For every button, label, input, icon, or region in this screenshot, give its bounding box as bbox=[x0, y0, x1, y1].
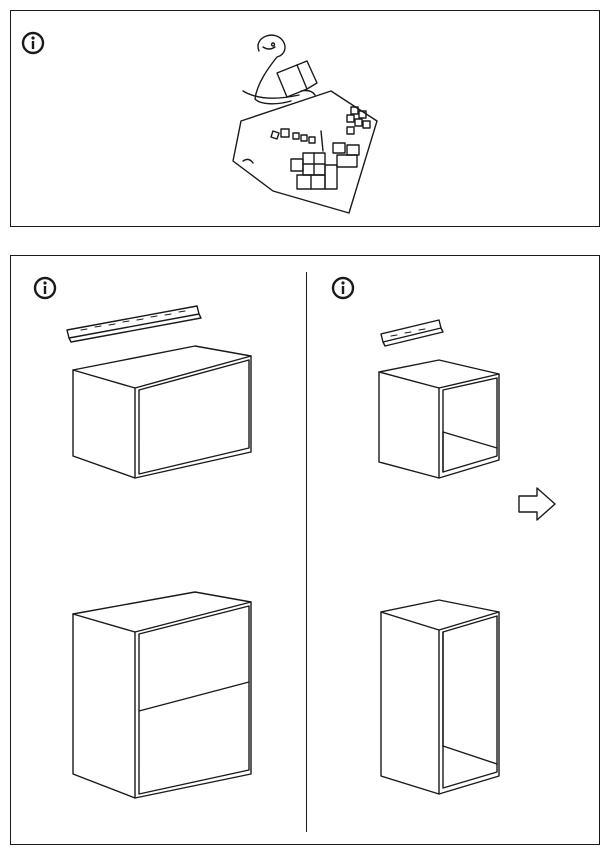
suspension-rail-icon bbox=[66, 305, 202, 343]
room-plan-sheet-icon bbox=[232, 90, 378, 214]
info-panel-planning bbox=[10, 10, 600, 227]
info-panel-cabinets bbox=[10, 255, 600, 845]
suspension-rail-short-icon bbox=[380, 319, 444, 347]
hollow-right-arrow-icon bbox=[518, 487, 556, 521]
info-circle-icon bbox=[331, 276, 355, 300]
person-reading-icon bbox=[242, 34, 318, 105]
info-circle-icon bbox=[21, 31, 45, 55]
open-tall-cabinet bbox=[380, 599, 500, 795]
tall-cabinet-with-two-doors bbox=[72, 591, 252, 799]
open-square-cabinet bbox=[378, 359, 500, 479]
panel-divider bbox=[306, 272, 307, 832]
info-circle-icon bbox=[33, 276, 57, 300]
wide-cabinet-with-door bbox=[72, 345, 252, 479]
